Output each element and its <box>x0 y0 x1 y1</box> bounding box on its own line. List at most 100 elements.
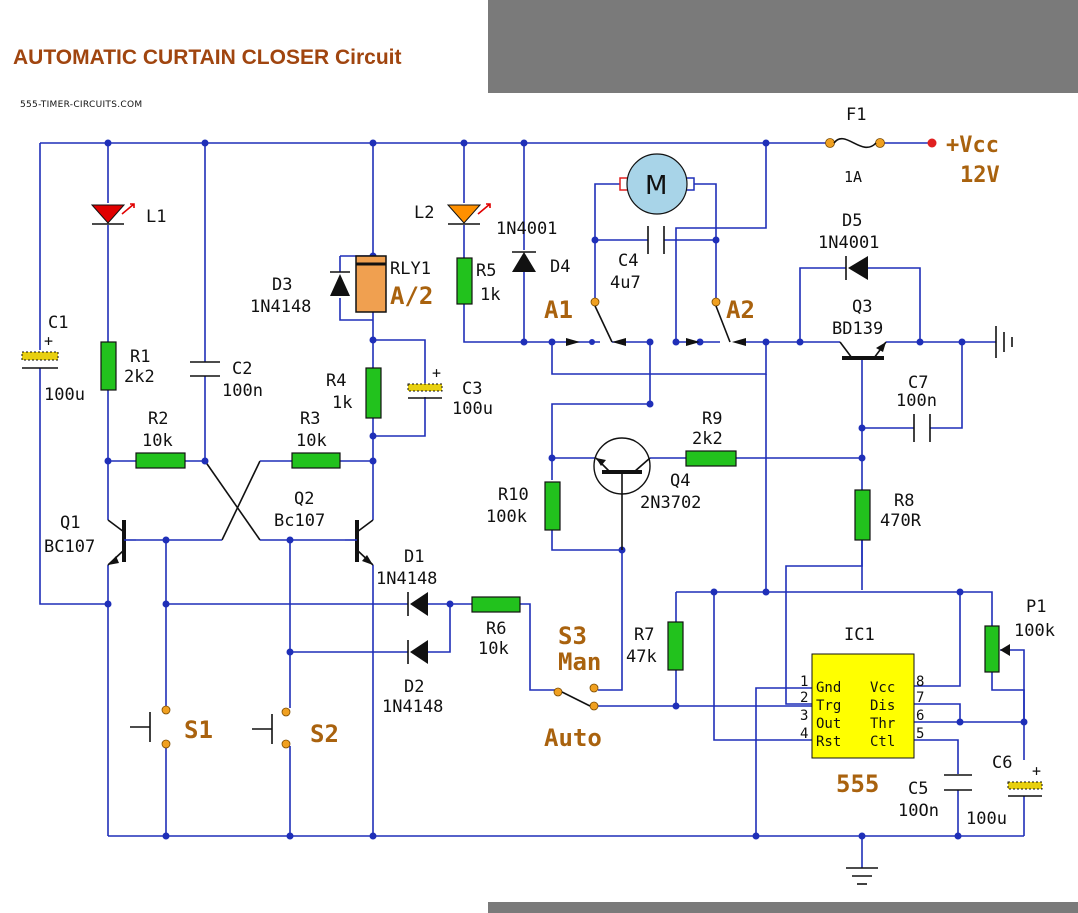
transistor-q4: Q4 2N3702 <box>593 437 701 550</box>
ic-pin-thr: Thr <box>870 716 895 732</box>
wires <box>39 142 1025 868</box>
r8-label: R8 <box>894 491 914 511</box>
ic-pin-out: Out <box>816 716 841 732</box>
c3-label: C3 <box>462 379 482 399</box>
c2-label: C2 <box>232 359 252 379</box>
r7-value: 47k <box>626 647 657 667</box>
motor-label: M <box>645 171 667 201</box>
d5-label: D5 <box>842 211 862 231</box>
resistor-r1 <box>100 341 117 391</box>
c3-plus: + <box>432 364 441 382</box>
rly1-ab: A/2 <box>390 282 433 310</box>
c7-label: C7 <box>908 373 928 393</box>
ic-pin-7: 7 <box>916 690 924 706</box>
ic-pin-2: 2 <box>800 690 808 706</box>
switch-s1: S1 <box>130 705 213 749</box>
r5-label: R5 <box>476 261 496 281</box>
r10-label: R10 <box>498 485 529 505</box>
junction-dots <box>104 139 1028 840</box>
resistor-r9 <box>685 450 737 467</box>
relay-contacts: A1 A2 <box>544 296 755 346</box>
s1-label: S1 <box>184 716 213 744</box>
vcc-voltage: 12V <box>960 163 1000 188</box>
r4-value: 1k <box>332 393 352 413</box>
d3-value: 1N4148 <box>250 297 311 317</box>
resistor-r7 <box>667 621 684 671</box>
transistor-q3: Q3 BD139 <box>832 297 887 360</box>
capacitor-c5: C5 10On <box>898 774 972 821</box>
c2-value: 100n <box>222 381 263 401</box>
transistor-q2: Q2 Bc107 <box>274 489 374 566</box>
d3-label: D3 <box>272 275 292 295</box>
ic-pin-1: 1 <box>800 674 808 690</box>
q1-label: Q1 <box>60 513 80 533</box>
rly1-label: RLY1 <box>390 259 431 279</box>
l1-label: L1 <box>146 207 166 227</box>
l2-label: L2 <box>414 203 434 223</box>
c1-label: C1 <box>48 313 68 333</box>
capacitor-c2: C2 100n <box>190 359 263 401</box>
ic-pin-vcc: Vcc <box>870 680 895 696</box>
q2-label: Q2 <box>294 489 314 509</box>
s3-man: Man <box>558 648 601 676</box>
resistor-r6 <box>471 596 521 613</box>
ic-pin-6: 6 <box>916 708 924 724</box>
q4-label: Q4 <box>670 471 690 491</box>
r1-value: 2k2 <box>124 367 155 387</box>
resistor-r3 <box>291 452 341 469</box>
ic-pin-gnd: Gnd <box>816 680 841 696</box>
r6-label: R6 <box>486 619 506 639</box>
capacitor-c1: + C1 100u <box>21 313 85 405</box>
motor: M <box>619 153 695 215</box>
ic1-label: IC1 <box>844 625 875 645</box>
d2-value: 1N4148 <box>382 697 443 717</box>
led-l2: L2 <box>414 203 491 225</box>
r1-label: R1 <box>130 347 150 367</box>
c1-plus: + <box>44 332 53 350</box>
d4-label: D4 <box>550 257 570 277</box>
c6-value: 100u <box>966 809 1007 829</box>
fuse-f1: F1 1A +Vcc 12V <box>825 105 1000 188</box>
d4-value: 1N4001 <box>496 219 557 239</box>
ic-pin-ctl: Ctl <box>870 734 895 750</box>
ground-symbol-top <box>995 326 1013 358</box>
ic-pin-4: 4 <box>800 726 808 742</box>
resistor-r2 <box>135 452 186 469</box>
d5-value: 1N4001 <box>818 233 879 253</box>
f1-value: 1A <box>844 168 862 186</box>
top-gray-bar <box>488 0 1078 93</box>
q3-value: BD139 <box>832 319 883 339</box>
r6-value: 10k <box>478 639 509 659</box>
led-l1: L1 <box>90 203 166 227</box>
d1-label: D1 <box>404 547 424 567</box>
potentiometer-p1: P1 100k <box>984 597 1055 673</box>
vcc-label: +Vcc <box>946 133 999 158</box>
diode-d3: D3 1N4148 <box>250 271 350 317</box>
transistor-q1: Q1 BC107 <box>44 513 136 566</box>
r9-label: R9 <box>702 409 722 429</box>
r3-value: 10k <box>296 431 327 451</box>
resistor-r5 <box>456 257 473 305</box>
ic-pin-5: 5 <box>916 726 924 742</box>
p1-label: P1 <box>1026 597 1046 617</box>
s3-auto: Auto <box>544 724 602 752</box>
capacitor-c7: C7 100n <box>896 373 937 442</box>
switch-s3: S3 Man Auto <box>544 622 602 752</box>
capacitor-c3: + C3 100u <box>407 364 493 419</box>
diode-d2: D2 1N4148 <box>382 640 443 717</box>
q3-label: Q3 <box>852 297 872 317</box>
c6-label: C6 <box>992 753 1012 773</box>
relay-rly1: RLY1 A/2 <box>355 255 433 313</box>
r9-value: 2k2 <box>692 429 723 449</box>
r7-label: R7 <box>634 625 654 645</box>
q4-value: 2N3702 <box>640 493 701 513</box>
resistor-r4 <box>365 367 382 419</box>
capacitor-c6: + C6 100u <box>966 753 1043 829</box>
ic-pin-dis: Dis <box>870 698 895 714</box>
r4-label: R4 <box>326 371 346 391</box>
c5-value: 10On <box>898 801 939 821</box>
s3-label: S3 <box>558 622 587 650</box>
capacitor-c4: C4 4u7 <box>610 226 665 293</box>
r2-label: R2 <box>148 409 168 429</box>
